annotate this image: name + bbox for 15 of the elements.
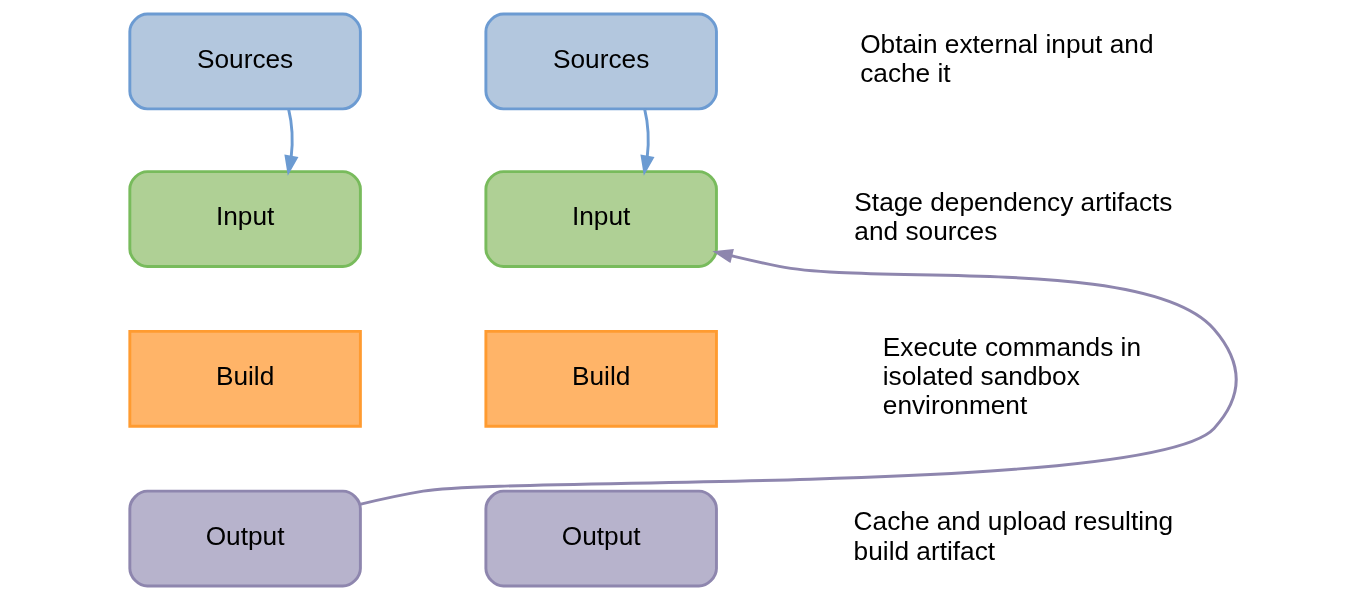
arrow bbox=[360, 249, 1238, 506]
node-box: Build bbox=[484, 329, 718, 428]
node-box: Input bbox=[484, 170, 718, 268]
node-box: Sources bbox=[128, 12, 362, 111]
label: Cache and upload resulting build artifact bbox=[853, 506, 1174, 566]
node-box: Build bbox=[128, 329, 362, 428]
node-box: Input bbox=[128, 170, 362, 268]
arrow bbox=[284, 108, 299, 176]
node-box: Output bbox=[128, 489, 362, 588]
label: Execute commands in isolated sandbox environment bbox=[882, 332, 1142, 421]
node-box: Sources bbox=[484, 12, 718, 111]
label: Stage dependency artifacts and sources bbox=[854, 186, 1173, 247]
label: Obtain external input and cache it bbox=[860, 29, 1154, 89]
arrow bbox=[640, 108, 655, 176]
node-box: Output bbox=[484, 489, 718, 588]
